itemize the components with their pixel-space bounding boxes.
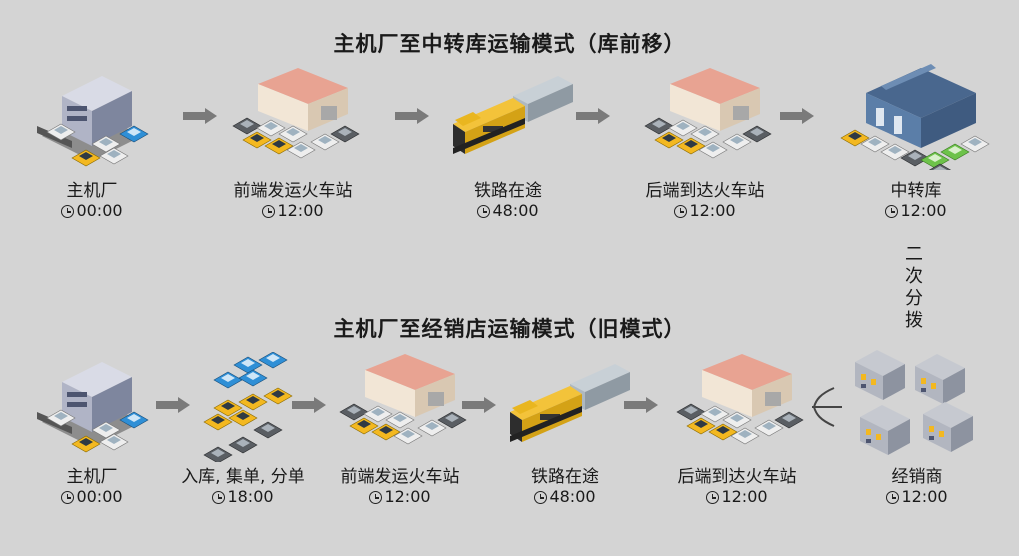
node-label: 铁路在途 — [474, 181, 542, 201]
flow-arrow — [292, 397, 326, 413]
flow-arrow — [462, 397, 496, 413]
node-label: 主机厂 — [66, 181, 118, 201]
node-time: 12:00 — [620, 201, 790, 220]
clock-icon — [61, 205, 75, 218]
clock-icon — [534, 491, 548, 504]
clock-icon — [885, 205, 899, 218]
flow-arrow — [156, 397, 190, 413]
flow-arrow — [576, 108, 610, 124]
node-time: 48:00 — [423, 201, 593, 220]
flow-arrow — [395, 108, 429, 124]
node-time: 12:00 — [832, 487, 1002, 506]
top-node-rail-transit: 铁路在途 48:00 — [423, 66, 593, 220]
bottom-node-factory: 主机厂 00:00 — [7, 352, 177, 506]
node-label: 前端发运火车站 — [340, 467, 460, 487]
bottom-node-storage-orders: 入库, 集单, 分单 18:00 — [158, 352, 328, 506]
train-icon — [510, 364, 630, 442]
node-time: 12:00 — [208, 201, 378, 220]
node-time: 12:00 — [652, 487, 822, 506]
node-label: 主机厂 — [66, 467, 118, 487]
node-label: 前端发运火车站 — [233, 181, 353, 201]
top-title: 主机厂至中转库运输模式（库前移） — [333, 32, 686, 56]
node-label: 入库, 集单, 分单 — [181, 467, 305, 487]
top-node-transfer-warehouse: 中转库 12:00 — [831, 60, 1001, 220]
node-time: 18:00 — [158, 487, 328, 506]
rail-station-icon — [223, 66, 363, 170]
node-label: 后端到达火车站 — [645, 181, 765, 201]
merge-arrow-icon — [806, 384, 846, 434]
node-time: 48:00 — [480, 487, 650, 506]
top-node-front-station: 前端发运火车站 12:00 — [208, 66, 378, 220]
clock-icon — [706, 491, 720, 504]
rail-station-icon — [667, 352, 807, 456]
node-time: 00:00 — [7, 201, 177, 220]
node-time: 00:00 — [7, 487, 177, 506]
clock-icon — [477, 205, 491, 218]
clock-icon — [369, 491, 383, 504]
node-time: 12:00 — [831, 201, 1001, 220]
clock-icon — [674, 205, 688, 218]
node-label: 铁路在途 — [531, 467, 599, 487]
bottom-node-rail-transit: 铁路在途 48:00 — [480, 352, 650, 506]
node-label: 经销商 — [891, 467, 943, 487]
clock-icon — [886, 491, 900, 504]
node-label: 后端到达火车站 — [677, 467, 797, 487]
top-node-back-station: 后端到达火车站 12:00 — [620, 66, 790, 220]
bottom-node-back-station: 后端到达火车站 12:00 — [652, 352, 822, 506]
node-label: 中转库 — [890, 181, 942, 201]
train-icon — [453, 76, 573, 154]
top-node-factory: 主机厂 00:00 — [7, 66, 177, 220]
clock-icon — [61, 491, 75, 504]
node-time: 12:00 — [315, 487, 485, 506]
factory-icon — [32, 352, 152, 456]
warehouse-icon — [836, 60, 996, 170]
clock-icon — [262, 205, 276, 218]
rail-station-icon — [635, 66, 775, 170]
clock-icon — [212, 491, 226, 504]
flow-arrow — [183, 108, 217, 124]
secondary-distribution-label: 二次分拨 — [905, 244, 923, 331]
bottom-node-dealers: 经销商 12:00 — [832, 350, 1002, 506]
bottom-node-front-station: 前端发运火车站 12:00 — [315, 352, 485, 506]
flow-arrow — [624, 397, 658, 413]
cars-lot-icon — [194, 352, 304, 462]
rail-station-icon — [330, 352, 470, 456]
flow-arrow — [780, 108, 814, 124]
dealers-icon — [855, 350, 980, 460]
factory-icon — [32, 66, 152, 170]
bottom-title: 主机厂至经销店运输模式（旧模式） — [333, 317, 686, 341]
